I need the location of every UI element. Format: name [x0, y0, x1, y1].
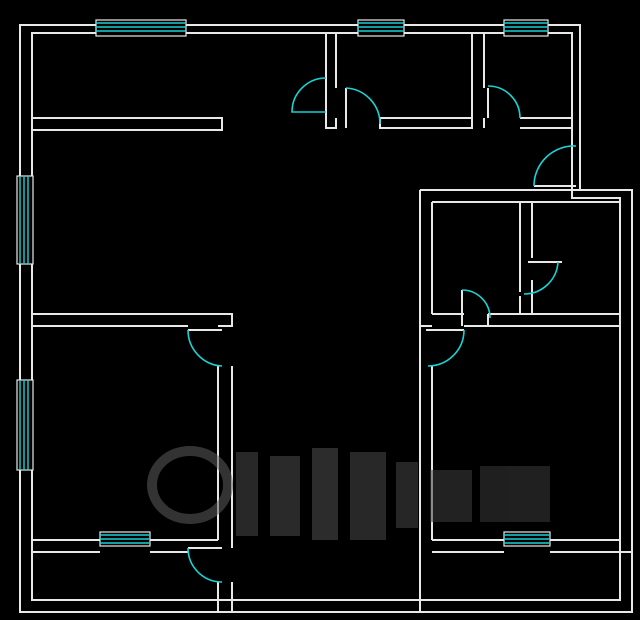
outer-wall-inner-line — [31, 32, 621, 601]
window-left-upper — [16, 175, 34, 265]
bath-block-outer — [419, 189, 580, 326]
top-left-partition — [32, 117, 223, 131]
bottom-left-partition — [32, 539, 218, 553]
top-right-room-bottom — [483, 117, 572, 129]
door-top-right-room — [487, 85, 521, 119]
window-top-right — [503, 19, 549, 37]
window-top-middle — [357, 19, 405, 37]
bath-divider — [519, 202, 533, 314]
left-middle-partition — [32, 313, 233, 327]
doors — [187, 77, 577, 583]
window-left-lower — [16, 379, 34, 471]
door-right-bedroom — [426, 329, 465, 367]
top-right-divider — [471, 33, 485, 118]
windows — [16, 19, 551, 547]
door-bottom-left-room — [187, 547, 223, 583]
window-bottom-left-room — [99, 531, 151, 547]
door-bath-right — [523, 261, 562, 295]
right-bedroom-bottom — [432, 539, 632, 553]
bottom-left-room-right — [217, 582, 233, 612]
door-bath-left — [461, 289, 491, 326]
bath-block-inner — [432, 201, 620, 315]
top-middle-left-wall — [325, 33, 337, 129]
door-top-left-room — [291, 77, 327, 118]
outer-wall-outer-line — [19, 24, 633, 613]
watermark-logo — [147, 446, 550, 540]
door-left-bedroom — [187, 329, 223, 367]
window-bottom-right-room — [503, 531, 551, 547]
right-bedroom-top — [420, 314, 620, 327]
top-middle-room-bottom — [379, 117, 473, 129]
window-top-left — [95, 19, 187, 37]
door-top-middle-room — [345, 87, 381, 128]
door-entrance — [533, 145, 577, 187]
walls — [19, 24, 633, 613]
